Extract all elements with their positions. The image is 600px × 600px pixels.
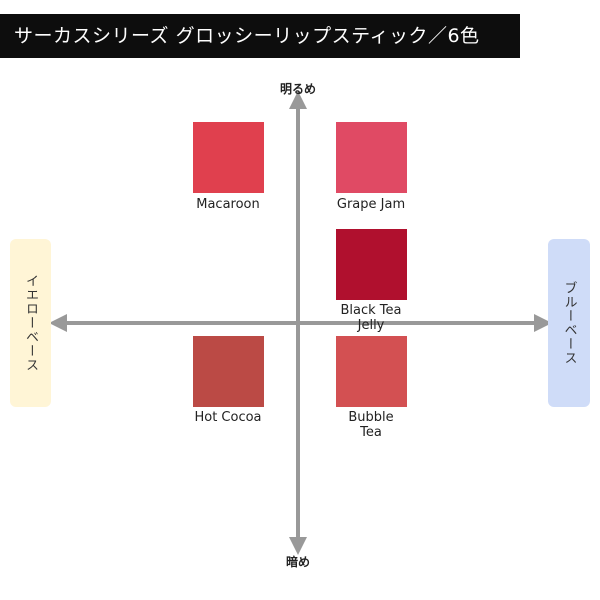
swatch-label-macaroon: Macaroon xyxy=(196,197,260,212)
blue-base-label: ブルーベース xyxy=(561,281,577,365)
blue-base-label-box: ブルーベース xyxy=(548,239,590,407)
swatch-label-hot-cocoa: Hot Cocoa xyxy=(194,410,262,425)
axis-label-bright: 明るめ xyxy=(279,82,316,96)
swatch-label-black-tea-jelly: Black Tea Jelly xyxy=(340,303,402,333)
swatch-bubble-tea xyxy=(336,336,407,407)
axis-label-dark: 暗め xyxy=(285,555,310,569)
swatch-label-bubble-tea: Bubble Tea xyxy=(348,410,394,440)
swatch-label-grape-jam: Grape Jam xyxy=(336,197,406,212)
swatch-macaroon xyxy=(193,122,264,193)
swatch-hot-cocoa xyxy=(193,336,264,407)
yellow-base-label: イエローベース xyxy=(23,274,38,372)
yellow-base-label-box: イエローベース xyxy=(10,239,51,407)
page-title: サーカスシリーズ グロッシーリップスティック／6色 xyxy=(0,14,520,58)
swatch-grape-jam xyxy=(336,122,407,193)
swatch-black-tea-jelly xyxy=(336,229,407,300)
